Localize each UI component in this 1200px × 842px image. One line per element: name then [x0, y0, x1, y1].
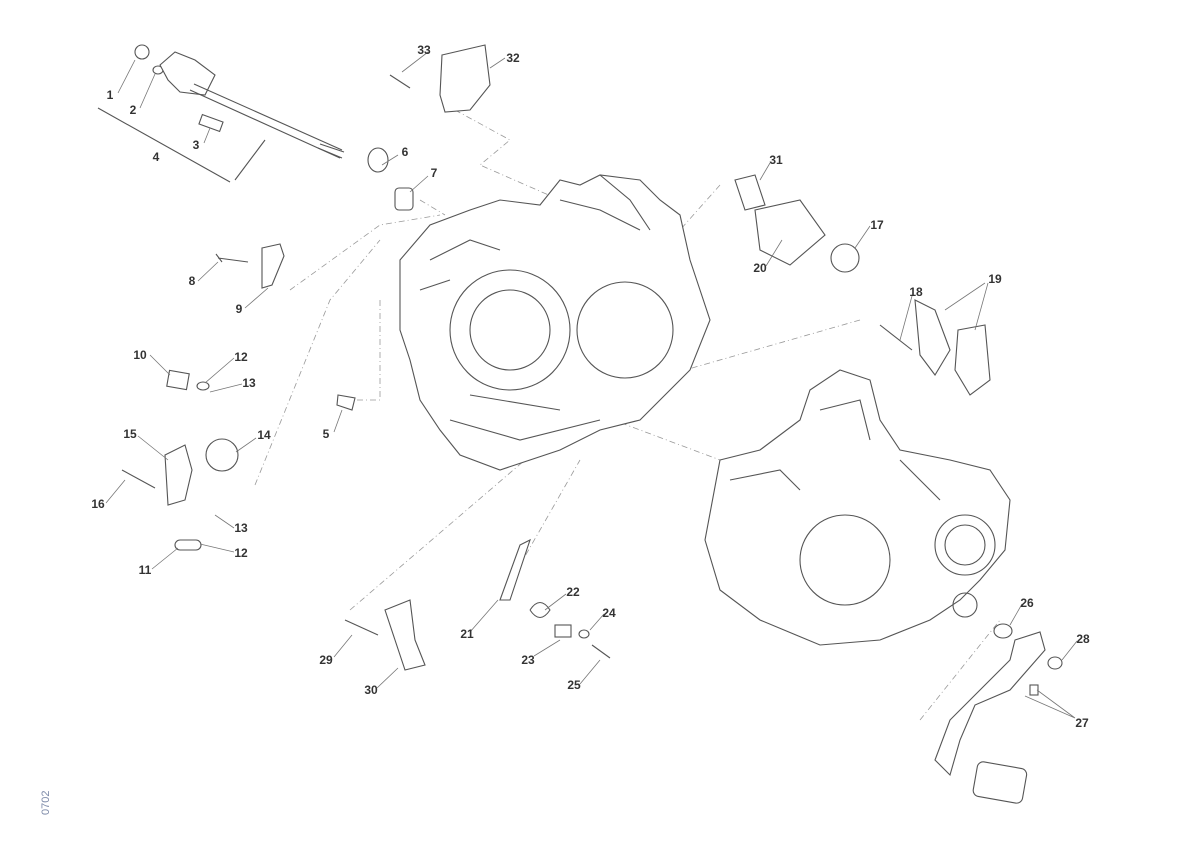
callout-15: 15 — [123, 427, 137, 441]
callout-12-lower: 12 — [234, 546, 248, 560]
callout-8: 8 — [189, 274, 196, 288]
leader-lines — [105, 51, 1078, 719]
callout-31: 31 — [769, 153, 783, 167]
callout-4: 4 — [153, 150, 160, 164]
callout-labels: 1 2 3 4 5 6 7 8 9 10 11 12 12 13 13 14 1… — [91, 43, 1090, 730]
callout-19: 19 — [988, 272, 1002, 286]
callout-14: 14 — [257, 428, 271, 442]
kickstart-shaft — [97, 44, 345, 183]
diagram-code: 0702 — [40, 791, 52, 815]
callout-21: 21 — [460, 627, 474, 641]
callout-22: 22 — [566, 585, 580, 599]
callout-27: 27 — [1075, 716, 1089, 730]
callout-29: 29 — [319, 653, 333, 667]
small-parts — [121, 44, 1063, 804]
callout-20: 20 — [753, 261, 767, 275]
callout-30: 30 — [364, 683, 378, 697]
callout-24: 24 — [602, 606, 616, 620]
callout-3: 3 — [193, 138, 200, 152]
callout-16: 16 — [91, 497, 105, 511]
callout-1: 1 — [107, 88, 114, 102]
callout-11: 11 — [139, 563, 152, 577]
callout-7: 7 — [431, 166, 438, 180]
callout-5: 5 — [323, 427, 330, 441]
callout-32: 32 — [506, 51, 520, 65]
callout-13-lower: 13 — [234, 521, 248, 535]
crankcase-right-half — [704, 369, 1011, 646]
callout-13-upper: 13 — [242, 376, 256, 390]
callout-12-upper: 12 — [234, 350, 248, 364]
callout-33: 33 — [417, 43, 431, 57]
callout-17: 17 — [870, 218, 884, 232]
callout-26: 26 — [1020, 596, 1034, 610]
callout-10: 10 — [133, 348, 147, 362]
callout-28: 28 — [1076, 632, 1090, 646]
callout-6: 6 — [402, 145, 409, 159]
callout-18: 18 — [909, 285, 923, 299]
callout-9: 9 — [236, 302, 243, 316]
callout-25: 25 — [567, 678, 581, 692]
callout-2: 2 — [130, 103, 137, 117]
callout-23: 23 — [521, 653, 535, 667]
crankcase-left-half — [399, 174, 711, 471]
